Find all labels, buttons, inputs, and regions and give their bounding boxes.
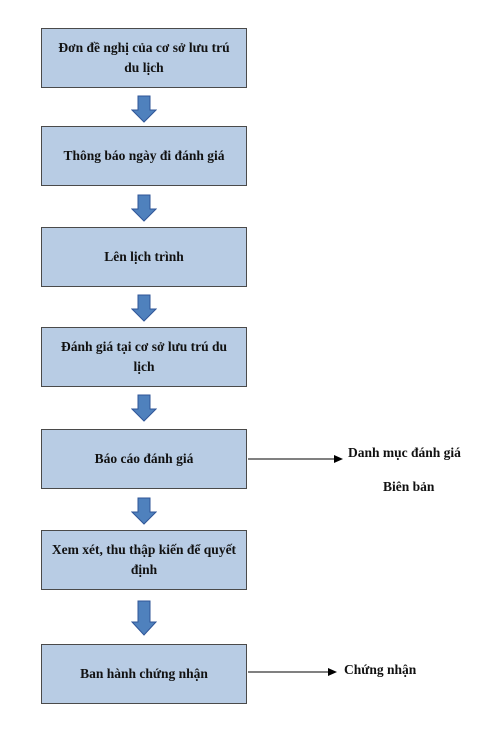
step-review-decide-label: Xem xét, thu thập kiến để quyết định: [51, 542, 237, 577]
step-review-decide: Xem xét, thu thập kiến để quyết định: [41, 530, 247, 590]
step-issue-certificate: Ban hành chứng nhận: [41, 644, 247, 704]
step-schedule: Lên lịch trình: [41, 227, 247, 287]
output-assessment-list: Danh mục đánh giá: [348, 445, 461, 460]
output-certificate: Chứng nhận: [344, 662, 417, 677]
step-onsite-assessment-label: Đánh giá tại cơ sở lưu trú du lịch: [61, 339, 227, 374]
output-minutes: Biên bản: [383, 479, 435, 494]
step-onsite-assessment: Đánh giá tại cơ sở lưu trú du lịch: [41, 327, 247, 387]
step-assessment-report: Báo cáo đánh giá: [41, 429, 247, 489]
step-schedule-label: Lên lịch trình: [104, 249, 184, 264]
step-assessment-report-label: Báo cáo đánh giá: [94, 451, 194, 466]
down-arrow-icon: [131, 394, 157, 422]
down-arrow-icon: [131, 600, 157, 636]
down-arrow-icon: [131, 194, 157, 222]
step-notify-date-label: Thông báo ngày đi đánh giá: [63, 148, 225, 163]
step-application: Đơn đề nghị của cơ sở lưu trú du lịch: [41, 28, 247, 88]
down-arrow-icon: [131, 95, 157, 123]
down-arrow-icon: [131, 294, 157, 322]
down-arrow-icon: [131, 497, 157, 525]
step-notify-date: Thông báo ngày đi đánh giá: [41, 126, 247, 186]
step-issue-certificate-label: Ban hành chứng nhận: [80, 666, 208, 681]
step-application-label: Đơn đề nghị của cơ sở lưu trú du lịch: [58, 40, 230, 75]
